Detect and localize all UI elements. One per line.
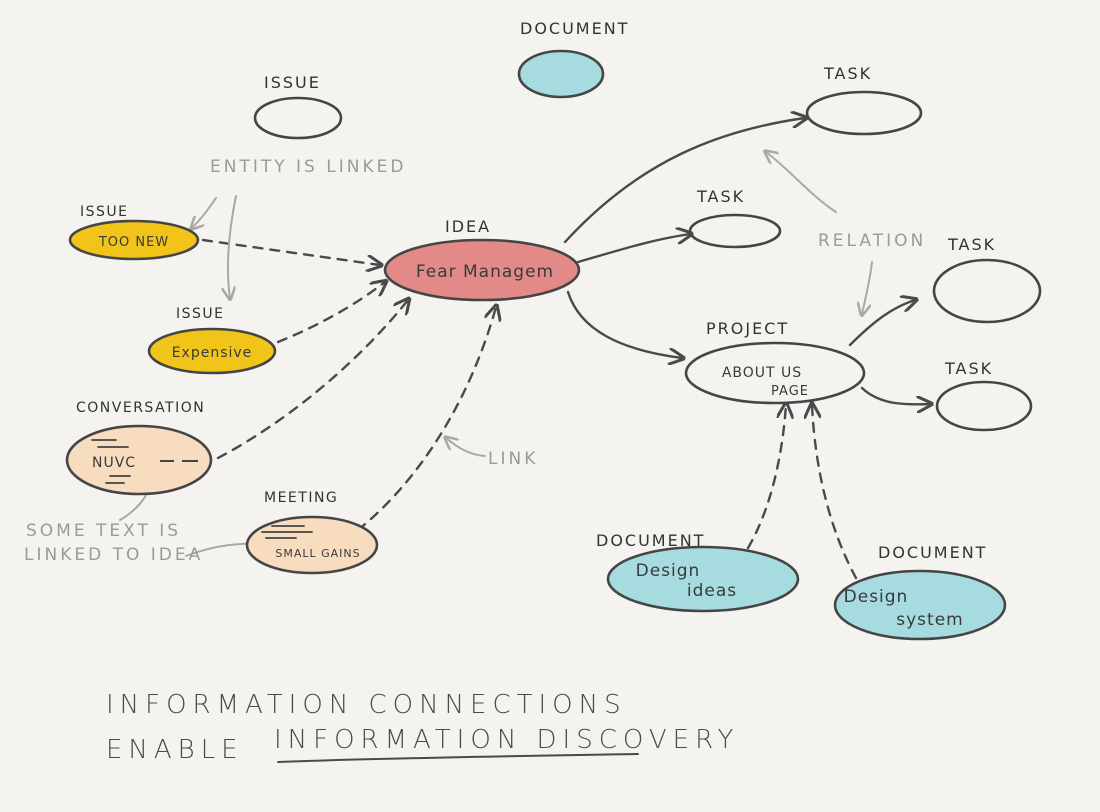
annotation-link: LINK	[488, 449, 538, 469]
link-expensive-idea	[276, 282, 385, 344]
edge-project-task-right-top	[848, 300, 915, 347]
annotation-relation: RELATION	[818, 231, 926, 251]
issue-expensive-label: ISSUE	[176, 306, 225, 322]
idea-label: IDEA	[445, 217, 491, 236]
annotation-entity-linked: ENTITY IS LINKED	[210, 157, 406, 177]
node-task-mid[interactable]: TASK	[688, 187, 782, 249]
node-meeting[interactable]: MEETING SMALL GAINS	[245, 490, 379, 575]
tagline-line2-prefix: ENABLE	[106, 735, 244, 765]
node-project[interactable]: PROJECT ABOUT US PAGE	[684, 319, 866, 405]
link-too-new-idea	[201, 238, 380, 265]
meeting-label: MEETING	[264, 490, 338, 506]
meeting-text-lines	[261, 525, 313, 539]
anno-arrow-entity-down	[228, 195, 237, 298]
design-ideas-text-line1: Design	[636, 561, 701, 581]
conversation-label: CONVERSATION	[76, 400, 205, 416]
project-label: PROJECT	[706, 319, 789, 338]
task-right-top-shape	[932, 258, 1042, 324]
conversation-text-lines	[91, 439, 131, 484]
edge-idea-project	[566, 290, 682, 358]
node-issue-too-new[interactable]: ISSUE TOO NEW	[68, 204, 200, 261]
issue-expensive-shape	[147, 327, 277, 375]
task-right-bottom-shape	[935, 380, 1033, 432]
anno-arrow-relation-up	[766, 152, 837, 213]
issue-too-new-label: ISSUE	[80, 204, 129, 220]
link-design-system-project	[812, 405, 858, 580]
task-right-bottom-label: TASK	[944, 359, 993, 378]
issue-top-shape	[253, 96, 343, 140]
node-document-design-system[interactable]: DOCUMENT Design system	[833, 543, 1007, 641]
issue-too-new-text: TOO NEW	[98, 235, 169, 250]
edge-idea-task-top	[563, 118, 805, 244]
design-ideas-shape	[606, 545, 800, 613]
node-task-top[interactable]: TASK	[805, 64, 923, 136]
link-conversation-idea	[216, 300, 408, 460]
node-issue-expensive[interactable]: ISSUE Expensive	[147, 306, 277, 375]
tagline-line2-underlined: INFORMATION DISCOVERY	[274, 725, 739, 755]
task-top-label: TASK	[823, 64, 872, 83]
edges	[201, 118, 930, 580]
anno-arrow-link	[446, 438, 486, 457]
design-ideas-text-line2: ideas	[687, 581, 737, 601]
task-mid-shape	[688, 213, 782, 249]
node-conversation[interactable]: CONVERSATION NUVC	[65, 400, 213, 496]
node-document-design-ideas[interactable]: DOCUMENT Design ideas	[596, 531, 800, 613]
design-ideas-label: DOCUMENT	[596, 531, 705, 550]
conversation-text: NUVC	[92, 455, 136, 471]
idea-text: Fear Managem	[416, 262, 554, 282]
issue-expensive-text: Expensive	[172, 345, 253, 361]
design-system-shape	[833, 569, 1007, 641]
tagline-underline	[277, 753, 639, 763]
link-meeting-idea	[356, 307, 496, 532]
design-system-text-line1: Design	[844, 587, 909, 607]
project-text-line1: ABOUT US	[722, 365, 802, 381]
meeting-text: SMALL GAINS	[275, 547, 360, 560]
edge-project-task-right-bottom	[860, 386, 930, 404]
node-task-right-top[interactable]: TASK	[932, 235, 1042, 324]
anno-arrow-relation-down	[862, 261, 873, 314]
task-mid-label: TASK	[696, 187, 745, 206]
document-top-shape	[517, 49, 605, 99]
issue-top-label: ISSUE	[264, 73, 321, 92]
node-issue-top[interactable]: ISSUE	[253, 73, 343, 140]
annotation-some-text-line2: LINKED TO IDEA	[24, 545, 203, 565]
task-top-shape	[805, 90, 923, 136]
anno-arrow-entity-left	[192, 197, 217, 228]
issue-too-new-shape	[68, 219, 200, 261]
idea-shape	[383, 238, 581, 302]
design-system-label: DOCUMENT	[878, 543, 987, 562]
tagline-line1: INFORMATION CONNECTIONS	[106, 690, 627, 720]
project-text-line2: PAGE	[771, 384, 809, 399]
node-document-top[interactable]: DOCUMENT	[517, 19, 629, 99]
project-shape	[684, 341, 866, 405]
meeting-shape	[245, 515, 379, 575]
task-right-top-label: TASK	[947, 235, 996, 254]
node-idea[interactable]: IDEA Fear Managem	[383, 217, 581, 302]
link-design-ideas-project	[746, 405, 786, 550]
design-system-text-line2: system	[896, 610, 963, 630]
document-top-label: DOCUMENT	[520, 19, 629, 38]
annotation-some-text-line1: SOME TEXT IS	[26, 521, 181, 541]
edge-idea-task-mid	[576, 234, 690, 264]
node-task-right-bottom[interactable]: TASK	[935, 359, 1033, 432]
conversation-shape	[65, 424, 213, 496]
